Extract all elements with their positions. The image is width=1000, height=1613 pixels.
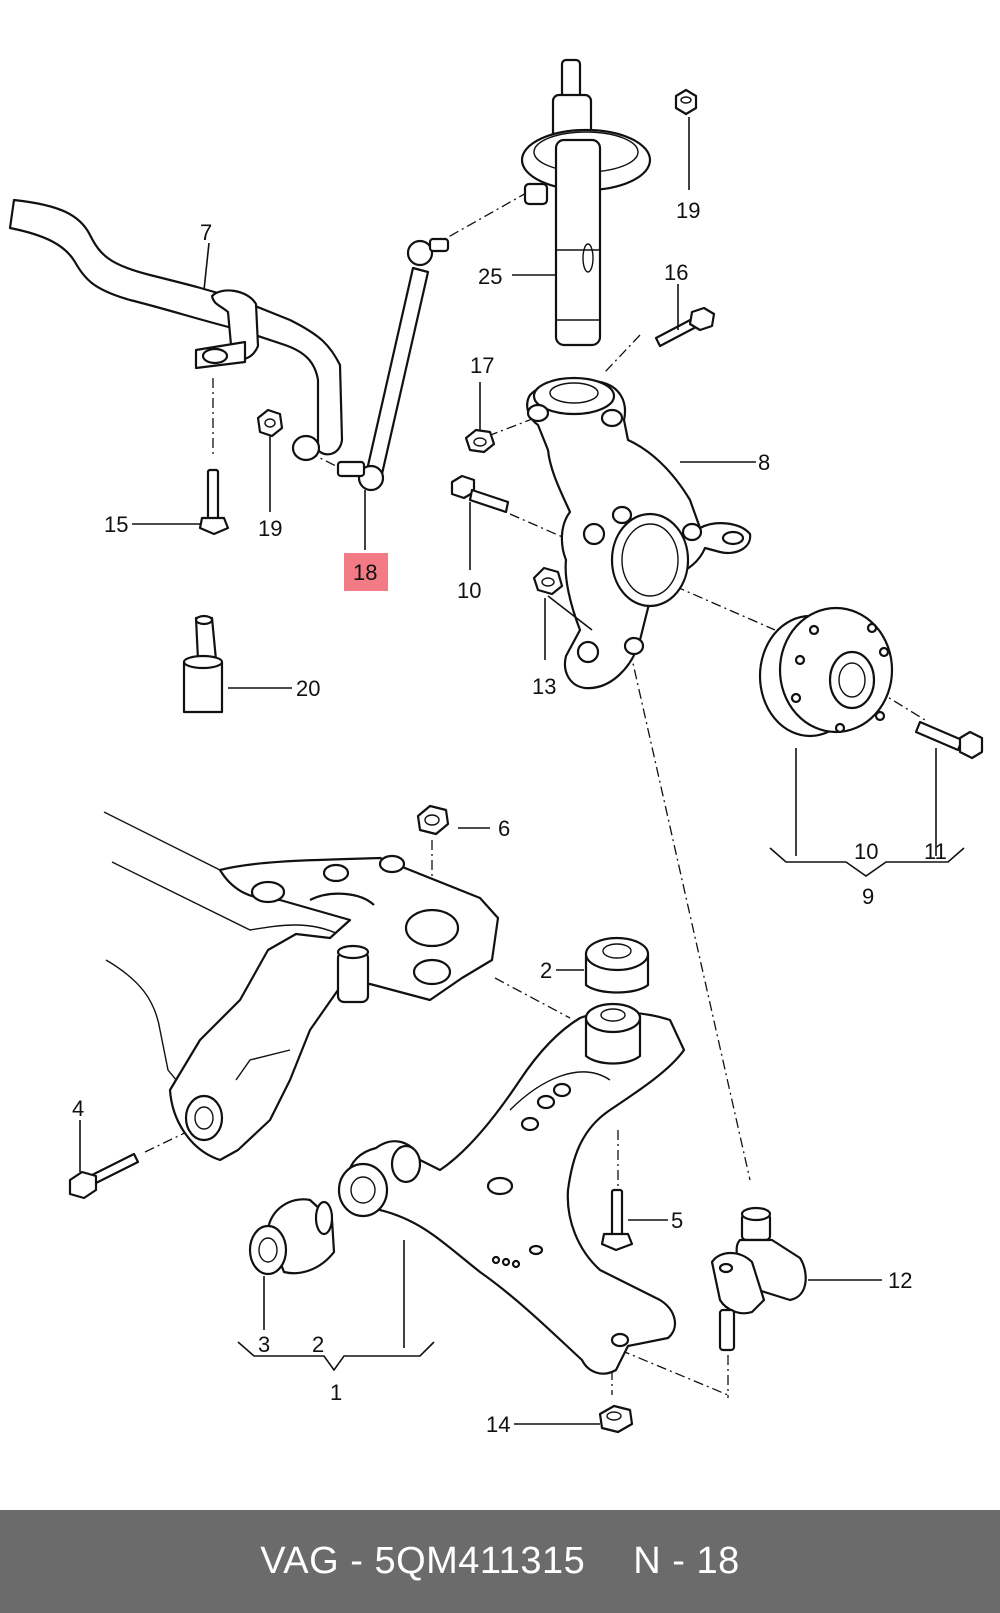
bolt-4 — [68, 1152, 140, 1200]
bolt-11 — [914, 720, 984, 760]
protective-sleeve — [182, 614, 224, 714]
coupling-rod — [336, 237, 450, 492]
callout-1: 1 — [330, 1380, 342, 1405]
footer-part-number: 5QM411315 — [374, 1540, 586, 1582]
callout-12: 12 — [888, 1268, 912, 1293]
nut-6 — [416, 804, 450, 836]
callout-11: 11 — [924, 839, 947, 864]
bolt-15 — [198, 468, 230, 536]
callout-5: 5 — [671, 1208, 683, 1233]
nut-14 — [598, 1404, 634, 1434]
subframe — [103, 811, 500, 1162]
wheel-bearing-housing — [526, 376, 752, 690]
nut-19-top — [674, 88, 698, 116]
callout-25: 25 — [478, 264, 502, 289]
anti-roll-bar — [8, 198, 344, 462]
callout-10-hub: 10 — [854, 839, 878, 864]
wheel-hub — [758, 606, 894, 738]
callout-16: 16 — [664, 260, 688, 285]
nut-19-left — [256, 408, 284, 438]
callout-labels: 7 19 25 16 17 8 15 19 18 10 13 20 10 11 … — [72, 198, 947, 1437]
callout-18-highlight — [344, 553, 388, 591]
nut-17 — [464, 428, 496, 454]
leader-lines — [79, 117, 965, 1425]
callout-7: 7 — [200, 220, 212, 245]
callout-19-left: 19 — [258, 516, 282, 541]
bolt-10-knuckle — [450, 474, 510, 514]
ball-joint — [710, 1206, 807, 1352]
callout-3: 3 — [258, 1332, 270, 1357]
callout-20: 20 — [296, 676, 320, 701]
bolt-5 — [600, 1188, 634, 1252]
bush-2 — [584, 936, 650, 994]
strut-shock-absorber — [520, 58, 652, 347]
callout-9: 9 — [862, 884, 874, 909]
track-control-arm — [337, 1002, 686, 1375]
bolt-16 — [654, 306, 716, 348]
callout-18: 18 — [353, 560, 377, 585]
callout-2-lower: 2 — [312, 1332, 324, 1357]
callout-8: 8 — [758, 450, 770, 475]
bush-3 — [248, 1198, 336, 1276]
parts-diagram: 7 19 25 16 17 8 15 19 18 10 13 20 10 11 … — [8, 58, 984, 1437]
callout-13: 13 — [532, 674, 556, 699]
callout-19-top: 19 — [676, 198, 700, 223]
footer-position: N - 18 — [633, 1540, 740, 1582]
callout-15: 15 — [104, 512, 128, 537]
callout-2-upper: 2 — [540, 958, 552, 983]
callout-14: 14 — [486, 1412, 510, 1437]
callout-10-knuckle: 10 — [457, 578, 481, 603]
callout-17: 17 — [470, 353, 494, 378]
footer-brand: VAG — [260, 1540, 340, 1582]
callout-4: 4 — [72, 1096, 84, 1121]
callout-6: 6 — [498, 816, 510, 841]
nut-13 — [532, 566, 564, 596]
